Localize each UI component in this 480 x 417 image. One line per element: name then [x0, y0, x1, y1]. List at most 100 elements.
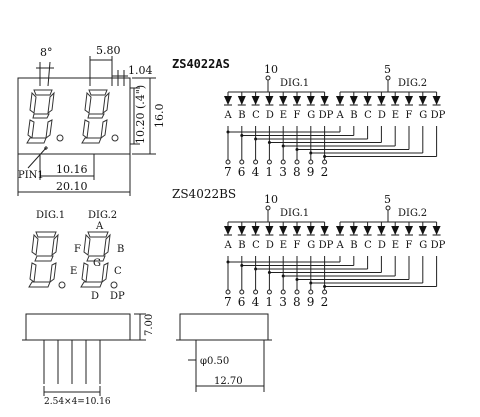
as-diode: [349, 96, 358, 105]
bs-seg-D-d1: D: [266, 240, 274, 251]
bs-diode: [391, 226, 400, 235]
bs-pin-circle: [294, 289, 300, 295]
segmap-G: G: [93, 258, 101, 269]
front-view: [17, 56, 156, 196]
bs-pin-1: 1: [265, 295, 273, 309]
segment-map: [28, 231, 118, 289]
as-seg-F-d1: F: [294, 110, 301, 121]
dim-pin-pitch: 2.54×4=10.16: [44, 397, 111, 407]
bs-diode: [224, 226, 232, 235]
bs-seg-E-d1: E: [280, 240, 287, 251]
bs-seg-E-d2: E: [392, 240, 399, 251]
bs-seg-B-d2: B: [350, 240, 357, 251]
bs-diode: [237, 226, 246, 235]
as-diode: [391, 96, 400, 105]
as-pin-2: 2: [321, 165, 329, 179]
side-view-end: [176, 313, 272, 392]
digit2-segments: [81, 89, 119, 144]
bs-pin-circle: [239, 289, 245, 295]
bs-diode: [293, 226, 301, 235]
dim-pin-dia: φ0.50: [200, 356, 229, 367]
as-diode: [237, 96, 246, 105]
as-pin-3: 3: [279, 165, 287, 179]
dim-side-width: 12.70: [214, 376, 243, 387]
bs-diode: [279, 226, 288, 235]
as-pin-circle: [253, 159, 259, 165]
as-pin-7: 7: [224, 165, 232, 179]
bs-pin-7: 7: [224, 295, 232, 309]
bs-diode: [251, 226, 260, 235]
as-pin-circle: [308, 159, 314, 165]
as-seg-G-d1: G: [307, 110, 315, 121]
bs-diode: [363, 226, 372, 235]
as-diode: [336, 96, 344, 105]
as-diode: [432, 96, 441, 105]
bs-diode: [320, 226, 329, 235]
bs-pin-9: 9: [307, 295, 315, 309]
as-seg-E-d2: E: [392, 110, 399, 121]
dim-seg-gap: 1.04: [128, 64, 153, 77]
bs-seg-F-d1: F: [294, 240, 301, 251]
segmap-dig2: DIG.2: [88, 210, 117, 221]
as-seg-C-d2: C: [364, 110, 372, 121]
bs-seg-D-d2: D: [378, 240, 386, 251]
dim-total-height: 16.0: [153, 104, 166, 129]
as-seg-E-d1: E: [280, 110, 287, 121]
as-pin-circle: [225, 159, 231, 165]
bs-seg-G-d1: G: [307, 240, 315, 251]
as-seg-D-d2: D: [378, 110, 386, 121]
bs-seg-A-d2: A: [336, 240, 345, 251]
as-pin-9: 9: [307, 165, 315, 179]
as-seg-F-d2: F: [406, 110, 413, 121]
as-pin-circle: [322, 159, 328, 165]
bs-diode: [418, 226, 427, 235]
bs-seg-DP-d2: DP: [431, 240, 446, 251]
segmap-E: E: [70, 266, 77, 277]
as-pin-circle: [239, 159, 245, 165]
model-title-bs: ZS4022BS: [172, 187, 236, 201]
as-common-right: 5: [384, 63, 391, 76]
bs-diode: [377, 226, 386, 235]
bs-pin-6: 6: [238, 295, 246, 309]
as-diode: [405, 96, 413, 105]
as-seg-B-d1: B: [238, 110, 245, 121]
as-seg-D-d1: D: [266, 110, 274, 121]
as-pin-8: 8: [293, 165, 301, 179]
bs-seg-C-d2: C: [364, 240, 372, 251]
dim-digit-height: 10.20 (.4"): [134, 85, 147, 144]
bs-common-right-pin: [385, 205, 391, 211]
as-dig1: DIG.1: [280, 78, 309, 89]
bs-dig1: DIG.1: [280, 208, 309, 219]
as-seg-A-d2: A: [336, 110, 345, 121]
dim-angle: 8°: [40, 46, 53, 59]
as-seg-B-d2: B: [350, 110, 357, 121]
as-pin-circle: [266, 159, 272, 165]
bs-common-right: 5: [384, 193, 391, 206]
dim-pitch: 10.16: [56, 163, 88, 176]
bs-dig2: DIG.2: [398, 208, 427, 219]
as-diode: [306, 96, 315, 105]
dim-total-width: 20.10: [56, 180, 88, 193]
bs-pin-8: 8: [293, 295, 301, 309]
as-diode: [377, 96, 386, 105]
bs-pin-circle: [280, 289, 286, 295]
bs-common-left-pin: [265, 205, 271, 211]
as-seg-C-d1: C: [252, 110, 260, 121]
digit1-segments: [26, 89, 64, 144]
as-diode: [224, 96, 232, 105]
as-common-left-pin: [265, 75, 271, 81]
bs-common-left: 10: [264, 193, 278, 206]
bs-seg-DP-d1: DP: [319, 240, 334, 251]
segmap-C: C: [114, 266, 122, 277]
segmap-D: D: [91, 291, 99, 302]
bs-diode: [265, 226, 274, 235]
bs-seg-F-d2: F: [406, 240, 413, 251]
bs-seg-C-d1: C: [252, 240, 260, 251]
segmap-F: F: [74, 244, 81, 255]
segmap-dig1: DIG.1: [36, 210, 65, 221]
bs-seg-G-d2: G: [419, 240, 427, 251]
as-common-left: 10: [264, 63, 278, 76]
